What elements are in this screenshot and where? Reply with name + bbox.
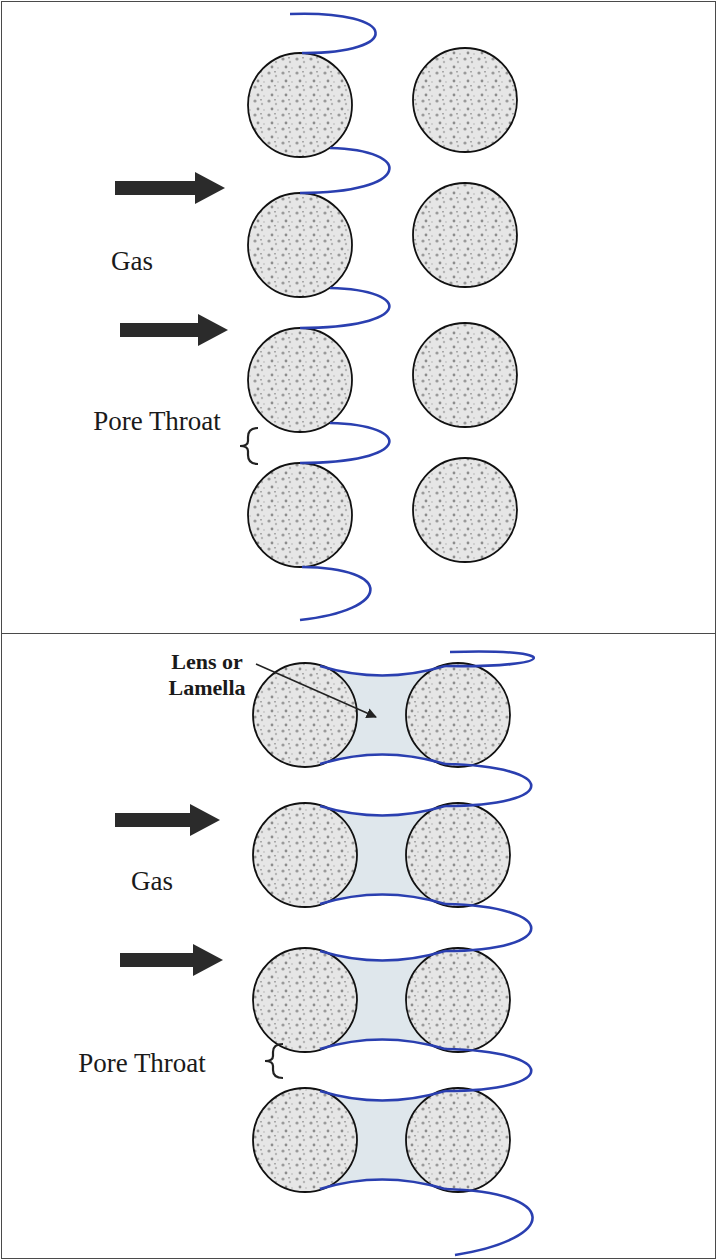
region-label: Gas xyxy=(72,246,192,278)
callout-label: Lens or Lamella xyxy=(155,649,260,701)
region-label: Pore Throat xyxy=(67,1048,217,1080)
leader-line xyxy=(256,664,376,717)
sand-grain xyxy=(248,48,517,1192)
diagram-panel: GasPore Throat xyxy=(1,1,716,634)
region-label: Pore Throat xyxy=(82,406,232,438)
gas-flow-arrow xyxy=(115,172,228,976)
diagram-panel: Lens or LamellaGasPore Throat xyxy=(1,633,716,1259)
gas-liquid-film xyxy=(290,14,534,1255)
region-label: Gas xyxy=(92,866,212,898)
pore-throat-brace xyxy=(240,428,283,1078)
